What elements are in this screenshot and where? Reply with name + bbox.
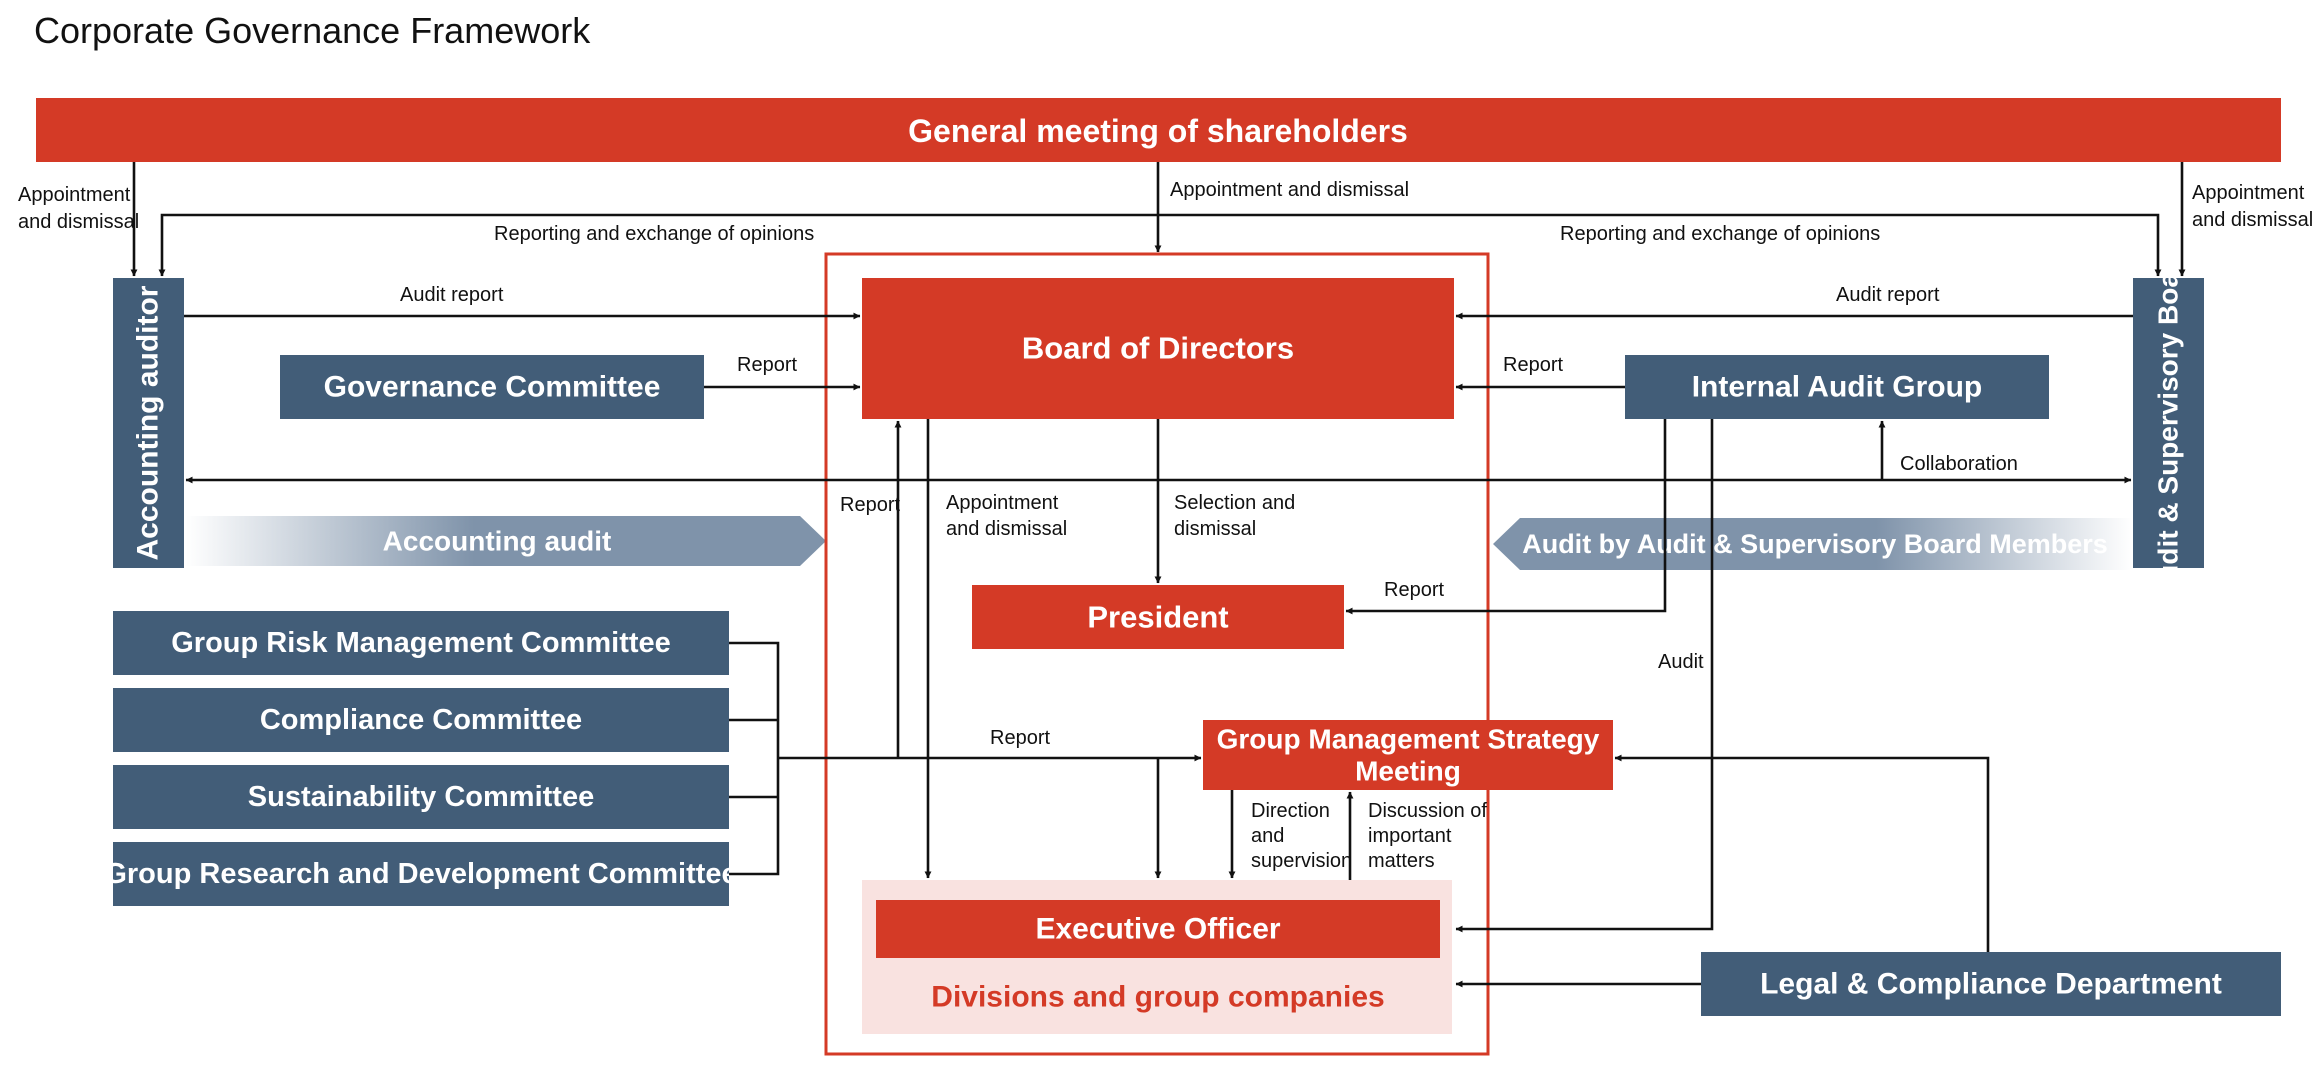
label-direction-1: Direction	[1251, 800, 1330, 822]
president-label: President	[1087, 600, 1228, 635]
label-reporting-right: Reporting and exchange of opinions	[1560, 223, 1880, 245]
committee-label-risk: Group Risk Management Committee	[171, 627, 671, 659]
committee-box-compliance	[113, 688, 729, 752]
label-appointment-exec-1: Appointment	[946, 492, 1059, 514]
label-collaboration: Collaboration	[1900, 453, 2018, 475]
internal-audit-group-label: Internal Audit Group	[1692, 371, 1983, 404]
page-title: Corporate Governance Framework	[34, 10, 591, 51]
label-selection-2: dismissal	[1174, 518, 1256, 540]
president-box	[972, 585, 1344, 649]
accounting-auditor-label: Accounting auditor	[132, 285, 165, 560]
label-audit-report-right: Audit report	[1836, 284, 1940, 306]
board-of-directors-label: Board of Directors	[1022, 331, 1294, 366]
committee-box-sustainability	[113, 765, 729, 829]
shareholders-box	[36, 98, 2281, 162]
label-appointment-left-1: Appointment	[18, 184, 131, 206]
internal-audit-group-box	[1625, 355, 2049, 419]
label-appointment-right-1: Appointment	[2192, 182, 2305, 204]
committee-label-rnd: Group Research and Development Committee	[104, 858, 737, 890]
label-report-up: Report	[840, 494, 900, 516]
label-appointment-right-2: and dismissal	[2192, 209, 2313, 231]
label-discussion-2: important	[1368, 825, 1452, 847]
label-report-governance: Report	[737, 354, 797, 376]
committee-label-compliance: Compliance Committee	[260, 704, 582, 736]
committee-label-sustainability: Sustainability Committee	[248, 781, 594, 813]
accounting-auditor-box	[113, 278, 184, 568]
executive-officer-box	[876, 900, 1440, 958]
label-report-internal: Report	[1503, 354, 1563, 376]
governance-committee-label: Governance Committee	[324, 371, 661, 404]
label-direction-3: supervision	[1251, 850, 1352, 872]
label-report-committees: Report	[990, 727, 1050, 749]
asb-audit-banner	[1493, 518, 2132, 570]
label-discussion-3: matters	[1368, 850, 1435, 872]
label-direction-2: and	[1251, 825, 1284, 847]
executive-officer-label: Executive Officer	[1035, 913, 1280, 946]
label-audit: Audit	[1658, 651, 1704, 673]
legal-compliance-label: Legal & Compliance Department	[1760, 968, 2222, 1001]
shareholders-label: General meeting of shareholders	[908, 113, 1408, 149]
connectors	[130, 162, 2186, 988]
label-selection-1: Selection and	[1174, 492, 1295, 514]
label-appointment-exec-2: and dismissal	[946, 518, 1067, 540]
gmsm-label-line2: Meeting	[1355, 756, 1461, 787]
accounting-audit-banner	[186, 516, 826, 566]
committee-box-rnd	[113, 842, 729, 906]
board-of-directors-box	[862, 278, 1454, 419]
committee-box-risk	[113, 611, 729, 675]
asb-audit-label: Audit by Audit & Supervisory Board Membe…	[1522, 529, 2108, 559]
label-appointment-left-2: and dismissal	[18, 211, 139, 233]
divisions-label: Divisions and group companies	[931, 981, 1384, 1014]
label-appointment-center: Appointment and dismissal	[1170, 179, 1409, 201]
gmsm-box	[1203, 720, 1613, 790]
label-discussion-1: Discussion of	[1368, 800, 1487, 822]
governance-committee-box	[280, 355, 704, 419]
label-audit-report-left: Audit report	[400, 284, 504, 306]
legal-compliance-box	[1701, 952, 2281, 1016]
label-report-president: Report	[1384, 579, 1444, 601]
gmsm-label-line1: Group Management Strategy	[1217, 724, 1600, 755]
audit-supervisory-board-label: Audit & Supervisory Board	[2153, 244, 2184, 602]
label-reporting-left: Reporting and exchange of opinions	[494, 223, 814, 245]
accounting-audit-label: Accounting audit	[383, 526, 612, 557]
audit-supervisory-board-box	[2133, 278, 2204, 568]
board-frame	[824, 252, 1490, 1056]
